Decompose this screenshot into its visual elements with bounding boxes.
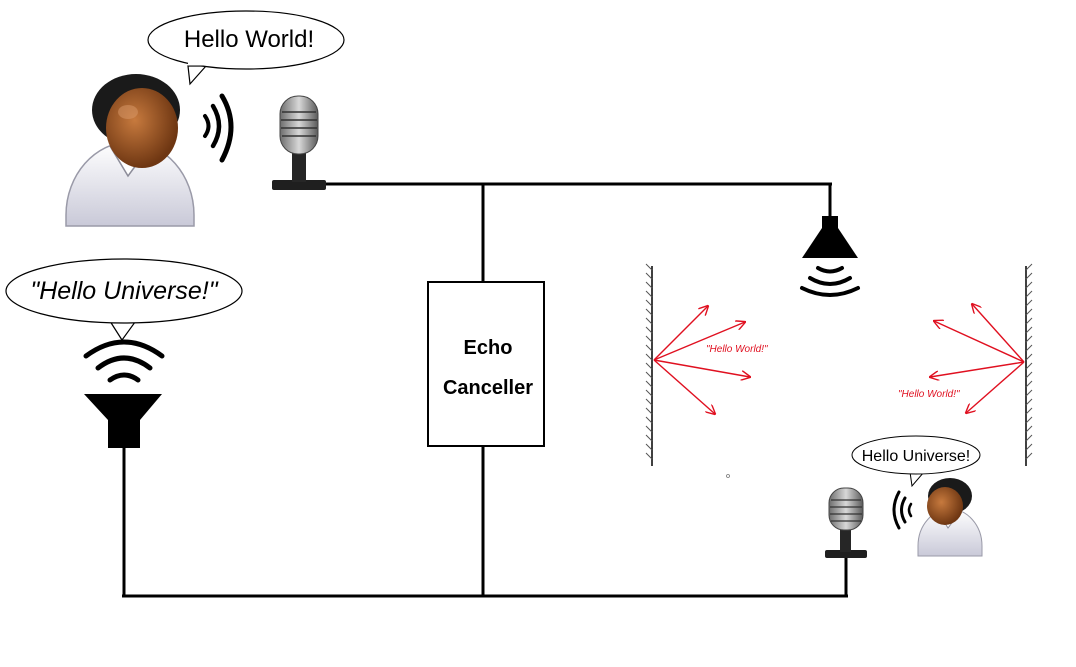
wall-hatch-mark bbox=[1025, 434, 1033, 442]
echo-arrow bbox=[930, 361, 1025, 377]
wall-hatch-mark bbox=[645, 281, 653, 289]
wall-hatch-mark bbox=[645, 317, 653, 325]
person-1-speech-bubble: Hello World! bbox=[147, 10, 345, 86]
wall-hatch-mark bbox=[645, 434, 653, 442]
echo-arrow bbox=[653, 359, 715, 414]
echo-canceller-label-line2: Canceller bbox=[443, 377, 533, 399]
echo-arrow bbox=[653, 322, 745, 361]
loudspeaker-room-sound-waves-icon bbox=[800, 266, 860, 297]
wall-hatch-mark bbox=[1025, 425, 1033, 433]
wall-hatch-mark bbox=[645, 371, 653, 379]
loudspeaker-speech-bubble: "Hello Universe!" bbox=[5, 258, 243, 342]
wall-hatch-mark bbox=[645, 344, 653, 352]
wall-hatch-mark bbox=[1025, 380, 1033, 388]
wall-hatch-mark bbox=[1025, 407, 1033, 415]
small-dot bbox=[726, 474, 730, 478]
wiring bbox=[122, 182, 848, 598]
person-1-voice-waves-icon bbox=[203, 93, 234, 163]
wall-hatch-mark bbox=[1025, 290, 1033, 298]
wall-hatch-mark bbox=[645, 425, 653, 433]
wall-hatch-mark bbox=[1025, 344, 1033, 352]
echo-arrows-right bbox=[930, 304, 1025, 413]
wall-hatch-mark bbox=[645, 443, 653, 451]
wall-hatch-mark bbox=[1025, 317, 1033, 325]
wall-hatch-mark bbox=[645, 263, 653, 271]
loudspeaker-speech-text: "Hello Universe!" bbox=[30, 277, 218, 305]
person-1-icon bbox=[65, 74, 195, 227]
wall-hatch-mark bbox=[645, 452, 653, 460]
wall-hatch-mark bbox=[645, 398, 653, 406]
wall-hatch-mark bbox=[645, 335, 653, 343]
person-2-icon bbox=[917, 478, 983, 557]
wall-hatch-mark bbox=[1025, 389, 1033, 397]
wall-left-hatching bbox=[645, 263, 653, 460]
wall-hatch-mark bbox=[645, 362, 653, 370]
wall-hatch-mark bbox=[1025, 443, 1033, 451]
echo-label-right: "Hello World!" bbox=[898, 389, 960, 400]
echo-canceller-box bbox=[427, 281, 545, 447]
wall-hatch-mark bbox=[1025, 416, 1033, 424]
wall-hatch-mark bbox=[645, 353, 653, 361]
loudspeaker-left-sound-waves-icon bbox=[83, 339, 165, 383]
wall-hatch-mark bbox=[1025, 272, 1033, 280]
wall-hatch-mark bbox=[1025, 299, 1033, 307]
wall-hatch-mark bbox=[645, 326, 653, 334]
wall-hatch-mark bbox=[1025, 263, 1033, 271]
wall-hatch-mark bbox=[1025, 398, 1033, 406]
loudspeaker-left-icon bbox=[84, 394, 162, 448]
wall-hatch-mark bbox=[645, 272, 653, 280]
wall-hatch-mark bbox=[1025, 281, 1033, 289]
loudspeaker-room-icon bbox=[802, 216, 858, 258]
echo-arrow bbox=[972, 304, 1025, 363]
echo-label-left: "Hello World!" bbox=[706, 344, 768, 355]
wall-hatch-mark bbox=[1025, 326, 1033, 334]
person-1-speech-text: Hello World! bbox=[184, 26, 314, 53]
microphone-2-icon bbox=[825, 487, 867, 558]
wall-right-hatching bbox=[1025, 263, 1033, 460]
echo-arrow bbox=[653, 359, 750, 377]
wall-hatch-mark bbox=[645, 389, 653, 397]
wall-hatch-mark bbox=[645, 416, 653, 424]
wall-hatch-mark bbox=[1025, 335, 1033, 343]
wall-hatch-mark bbox=[645, 308, 653, 316]
echo-arrow bbox=[966, 361, 1025, 413]
echo-canceller-label-line1: Echo bbox=[464, 337, 513, 359]
wall-hatch-mark bbox=[1025, 362, 1033, 370]
wall-hatch-mark bbox=[1025, 371, 1033, 379]
microphone-1-icon bbox=[272, 95, 326, 190]
wall-hatch-mark bbox=[1025, 308, 1033, 316]
echo-canceller: Echo Canceller bbox=[427, 281, 545, 447]
wall-hatch-mark bbox=[1025, 353, 1033, 361]
person-2-speech-text: Hello Universe! bbox=[862, 448, 970, 465]
echo-arrow bbox=[653, 306, 708, 361]
person-2-voice-waves-icon bbox=[892, 490, 913, 530]
echo-arrows-left bbox=[653, 306, 750, 414]
person-2-speech-bubble: Hello Universe! bbox=[851, 435, 981, 488]
wall-hatch-mark bbox=[645, 407, 653, 415]
wall-hatch-mark bbox=[1025, 452, 1033, 460]
echo-arrow bbox=[934, 321, 1025, 363]
wall-hatch-mark bbox=[645, 290, 653, 298]
wall-hatch-mark bbox=[645, 380, 653, 388]
wall-hatch-mark bbox=[645, 299, 653, 307]
